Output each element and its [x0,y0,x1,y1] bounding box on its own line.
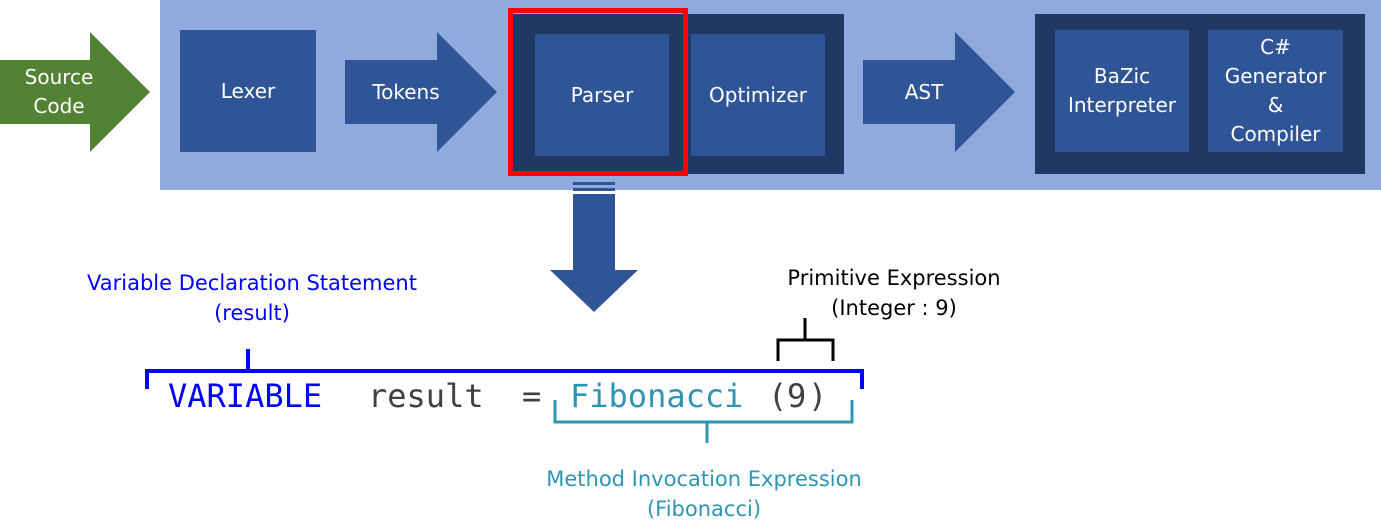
generator-line4: Compiler [1230,122,1321,146]
tokens-arrow [345,32,497,152]
interpreter-line2: Interpreter [1067,93,1177,117]
source-code-line2: Code [33,94,85,118]
source-code-arrow [0,32,150,152]
optimizer-box: Optimizer [691,34,825,156]
code-open-paren: ( [768,377,788,415]
primitive-expression-annotation: Primitive Expression (Integer : 9) [764,263,1024,323]
ast-arrow [863,32,1015,152]
generator-box: C# Generator & Compiler [1208,30,1343,152]
primitive-expression-line2: (Integer : 9) [831,296,957,320]
method-invocation-line1: Method Invocation Expression [546,467,862,491]
generator-line2: Generator [1224,64,1327,88]
ast-label: AST [904,79,944,104]
code-keyword: VARIABLE [168,377,323,415]
generator-line1: C# [1260,35,1291,59]
code-operator: = [522,377,542,415]
code-method: Fibonacci [570,377,744,415]
primitive-expression-bracket [776,338,835,361]
parser-label: Parser [570,82,634,107]
optimizer-label: Optimizer [709,82,807,107]
ast-label-wrap: AST [863,62,985,122]
generator-line3: & [1267,93,1284,117]
lexer-label: Lexer [220,78,276,103]
code-identifier: result [368,377,484,415]
method-invocation-bracket [553,400,854,424]
interpreter-line1: BaZic [1093,64,1151,88]
variable-declaration-annotation: Variable Declaration Statement (result) [52,268,452,328]
down-arrow [550,182,638,312]
source-code-label: Source Code [8,62,110,122]
variable-declaration-bracket [145,369,864,389]
method-invocation-annotation: Method Invocation Expression (Fibonacci) [508,464,900,524]
variable-declaration-line2: (result) [214,301,290,325]
code-argument: 9 [787,377,807,415]
tokens-label-wrap: Tokens [345,62,467,122]
lexer-box: Lexer [180,30,316,152]
tokens-label: Tokens [372,79,440,104]
method-invocation-line2: (Fibonacci) [646,497,762,521]
source-code-line1: Source [24,65,94,89]
primitive-expression-line1: Primitive Expression [787,266,1001,290]
parser-box: Parser [535,34,669,156]
variable-declaration-line1: Variable Declaration Statement [87,271,417,295]
code-close-paren: ) [808,377,828,415]
parser-highlight [508,8,688,176]
interpreter-box: BaZic Interpreter [1055,30,1189,152]
